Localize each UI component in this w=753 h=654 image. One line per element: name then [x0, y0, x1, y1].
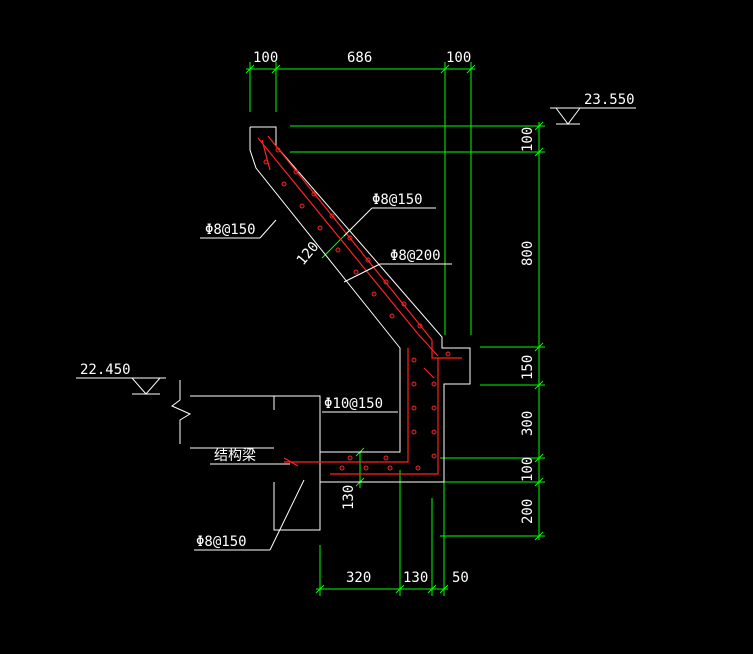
beam-label: 结构梁: [210, 448, 290, 465]
elevation-top: 23.550: [550, 92, 636, 125]
elevation-top-label: 23.550: [584, 92, 635, 108]
bottom-dim-3: 50: [452, 570, 469, 586]
elevation-left-label: 22.450: [80, 362, 131, 378]
bottom-dim-1: 320: [346, 570, 371, 586]
bottom-dim-2: 130: [403, 570, 428, 586]
top-dim-2: 686: [347, 50, 372, 66]
top-dimension-chain: 100 686 100: [245, 50, 476, 335]
right-dimension-chain: 100 800 150 300 100 200: [290, 121, 545, 541]
right-dim-2: 800: [520, 241, 536, 266]
rebar-label-diagonal-dist: Φ8@200: [343, 248, 452, 283]
rebar-label-vertical-text: Φ10@150: [324, 396, 383, 412]
rebar-label-diagonal-dist-text: Φ8@200: [390, 248, 441, 264]
rebar-label-bottom: Φ8@150: [194, 479, 305, 551]
rebar-label-diagonal-mid: Φ8@150: [343, 192, 436, 237]
right-dim-6: 200: [520, 499, 536, 524]
elevation-left: 22.450: [76, 362, 166, 395]
left-dim-1: 130: [341, 485, 357, 510]
rebar-label-vertical: Φ10@150: [322, 396, 398, 413]
beam-label-text: 结构梁: [214, 448, 256, 464]
right-dim-1: 100: [520, 127, 536, 152]
rebar-label-top-left-text: Φ8@150: [205, 222, 256, 238]
rebar-label-bottom-text: Φ8@150: [196, 534, 247, 550]
top-dim-3: 100: [446, 50, 471, 66]
concrete-outline: [171, 126, 471, 531]
rebar-label-diagonal-mid-text: Φ8@150: [372, 192, 423, 208]
thickness-dimension: 120: [294, 227, 353, 269]
right-dim-4: 300: [520, 411, 536, 436]
rebar-label-top-left: Φ8@150: [200, 219, 277, 239]
rebar: [257, 135, 462, 475]
bottom-dimension-chain: 320 130 50: [315, 470, 469, 596]
top-dim-1: 100: [253, 50, 278, 66]
right-dim-5: 100: [520, 457, 536, 482]
right-dim-3: 150: [520, 355, 536, 380]
thickness-label: 120: [294, 239, 323, 269]
